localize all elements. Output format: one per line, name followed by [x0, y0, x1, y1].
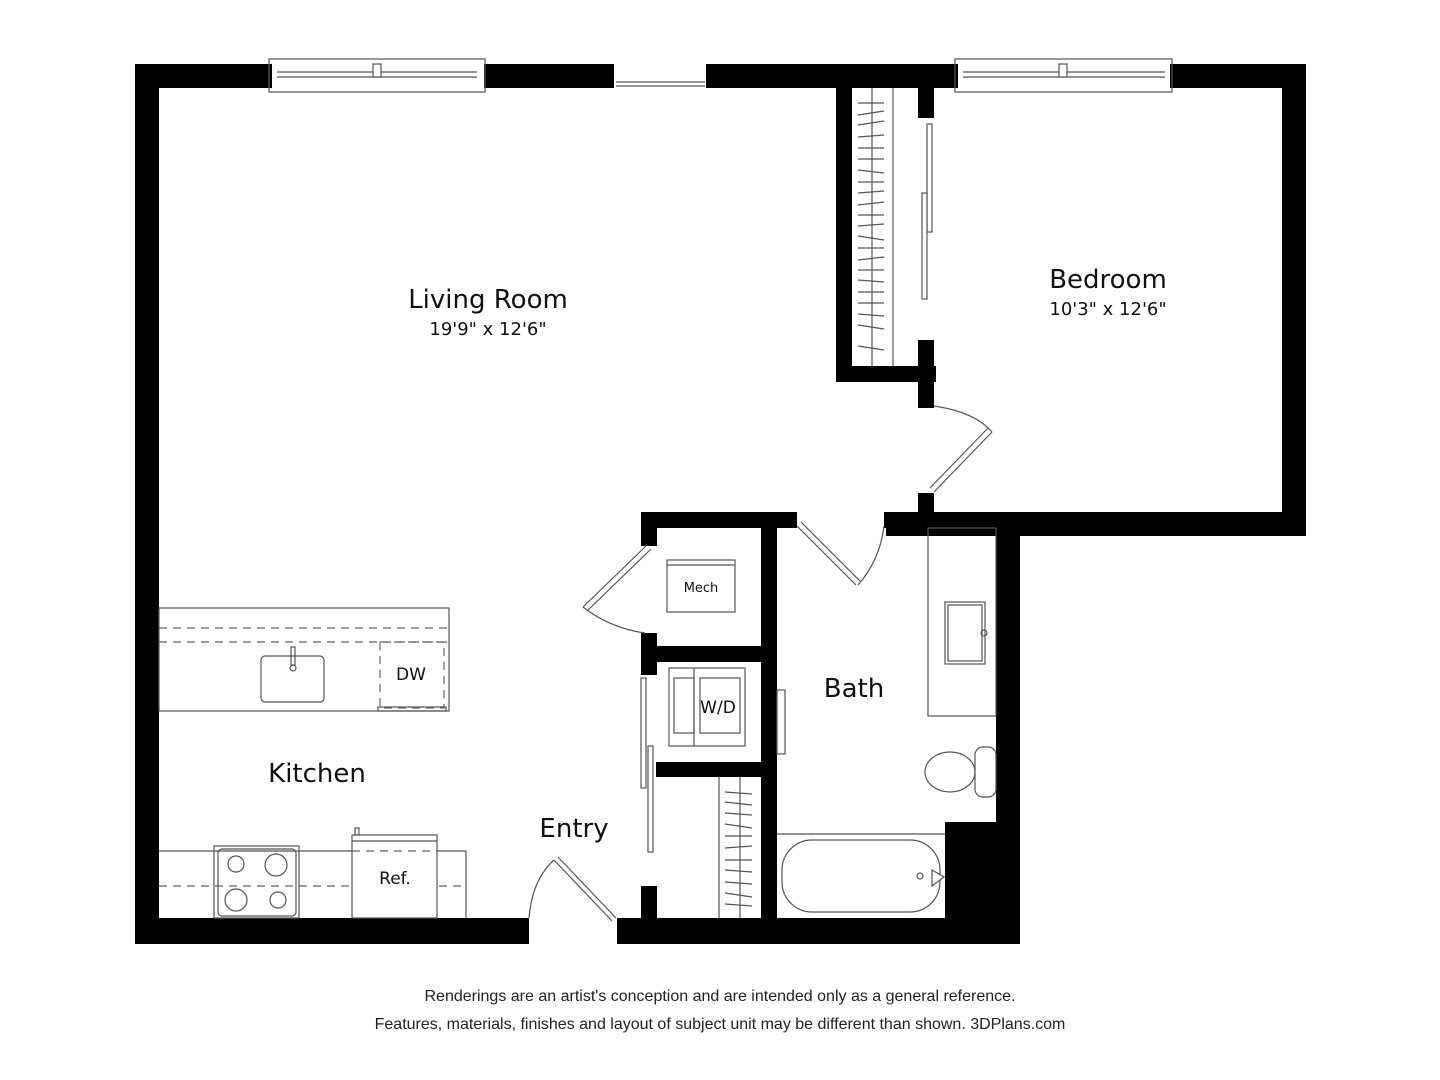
bath-vanity	[927, 527, 997, 717]
room-label-living-room: Living Room 19'9" x 12'6"	[408, 287, 568, 339]
disclaimer-line-2: Features, materials, finishes and layout…	[374, 1016, 1066, 1033]
living-room-dimensions: 19'9" x 12'6"	[429, 319, 547, 340]
mech-door	[582, 545, 652, 634]
bedroom-closet	[836, 64, 936, 408]
refrigerator	[351, 834, 438, 919]
laundry-slider-1	[640, 677, 647, 789]
kitchen-sink	[260, 655, 325, 703]
room-label-entry: Entry	[539, 814, 609, 844]
room-label-bath: Bath	[823, 674, 885, 704]
linen-closet	[718, 777, 753, 918]
fixture-label-refrigerator: Ref.	[379, 869, 411, 889]
toilet	[924, 746, 997, 798]
entry-door	[528, 856, 617, 922]
fixture-label-washer-dryer: W/D	[700, 698, 736, 718]
mech-unit	[666, 559, 736, 613]
exterior-walls	[135, 64, 1306, 944]
fixture-label-mech: Mech	[683, 581, 719, 596]
bedroom-dimensions: 10'3" x 12'6"	[1049, 299, 1167, 320]
bedroom-door	[918, 405, 993, 517]
utility-core-walls	[641, 512, 904, 944]
living-room-name: Living Room	[408, 285, 568, 315]
washer-dryer	[668, 667, 746, 747]
room-label-bedroom: Bedroom 10'3" x 12'6"	[1049, 267, 1167, 319]
dishwasher	[379, 641, 445, 709]
kitchen-island	[158, 607, 450, 712]
range	[213, 845, 300, 919]
window-living-right	[616, 81, 705, 87]
towel-bar	[776, 689, 786, 755]
window-bedroom	[954, 58, 1173, 93]
bathtub	[777, 822, 1020, 944]
bedroom-name: Bedroom	[1049, 265, 1167, 295]
laundry-slider-2	[647, 745, 654, 853]
fixture-label-dishwasher: DW	[396, 665, 426, 685]
window-living-left	[268, 58, 486, 93]
kitchen-counter	[159, 827, 467, 919]
closet-hangers-bedroom	[857, 102, 885, 351]
bath-door	[796, 521, 885, 586]
room-label-kitchen: Kitchen	[268, 759, 366, 789]
disclaimer-line-1: Renderings are an artist's conception an…	[424, 988, 1016, 1005]
